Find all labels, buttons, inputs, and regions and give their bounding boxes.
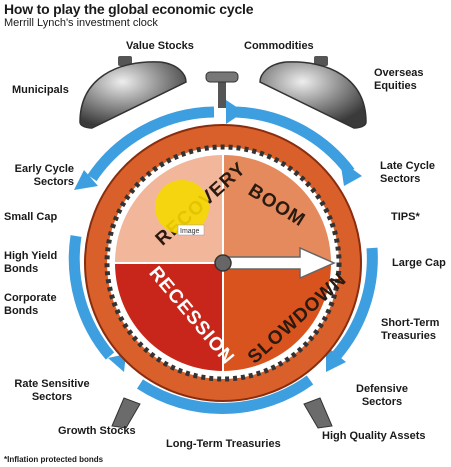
cycle-arrow-heads (74, 100, 362, 372)
label-short-term-treasuries: Short-Term Treasuries (381, 317, 439, 343)
label-overseas-line1: Overseas (374, 67, 424, 79)
highlight-marker (155, 180, 209, 234)
clock-tick-marks (104, 144, 342, 382)
label-rate-sensitive-line1: Rate Sensitive (14, 378, 90, 390)
label-municipals: Municipals (12, 84, 69, 96)
label-high-yield-line2: Bonds (4, 263, 39, 275)
label-defensive-line1: Defensive (356, 383, 408, 395)
label-early-cycle-sectors: Early Cycle Sectors (4, 163, 74, 189)
label-high-quality-assets: High Quality Assets (322, 430, 426, 442)
label-late-cycle-line1: Late Cycle (380, 160, 436, 172)
page-title: How to play the global economic cycle (4, 1, 254, 17)
label-late-cycle-line2: Sectors (380, 173, 421, 185)
label-late-cycle-sectors: Late Cycle Sectors (380, 160, 435, 186)
label-value-stocks: Value Stocks (126, 40, 194, 52)
clock-hammer (205, 71, 239, 108)
label-early-cycle-line2: Sectors (33, 176, 74, 188)
label-small-cap: Small Cap (4, 211, 58, 223)
label-high-yield-line1: High Yield (4, 250, 58, 262)
label-short-term-line2: Treasuries (381, 330, 437, 342)
label-defensive-line2: Sectors (361, 396, 403, 408)
right-bell (259, 56, 367, 129)
highlight-tag: Image (180, 228, 200, 235)
label-overseas-line2: Equities (374, 80, 417, 92)
quadrant-slowdown (223, 263, 331, 371)
label-rate-sensitive-sectors: Rate Sensitive Sectors (4, 378, 100, 404)
label-rate-sensitive-line2: Sectors (31, 391, 73, 403)
label-corporate-line2: Bonds (4, 305, 39, 317)
label-corporate-line1: Corporate (4, 292, 57, 304)
left-bell (79, 56, 187, 129)
clock-feet (111, 397, 333, 429)
label-overseas-equities: Overseas Equities (374, 67, 424, 93)
footnote: *Inflation protected bonds (4, 455, 104, 464)
page-subtitle: Merrill Lynch's investment clock (4, 17, 158, 29)
label-growth-stocks: Growth Stocks (58, 425, 136, 437)
clock-hand-arrow (214, 246, 336, 280)
label-high-yield-bonds: High Yield Bonds (4, 250, 57, 276)
label-tips: TIPS* (391, 211, 420, 223)
label-corporate-bonds: Corporate Bonds (4, 292, 57, 318)
label-short-term-line1: Short-Term (381, 317, 440, 329)
cycle-arrow-ring (68, 106, 378, 414)
label-early-cycle-line1: Early Cycle (14, 163, 74, 175)
label-large-cap: Large Cap (392, 257, 446, 269)
label-commodities: Commodities (244, 40, 314, 52)
label-defensive-sectors: Defensive Sectors (350, 383, 414, 409)
quadrant-boom (223, 155, 331, 263)
quadrant-recession (115, 263, 223, 371)
label-long-term-treasuries: Long-Term Treasuries (166, 438, 281, 450)
